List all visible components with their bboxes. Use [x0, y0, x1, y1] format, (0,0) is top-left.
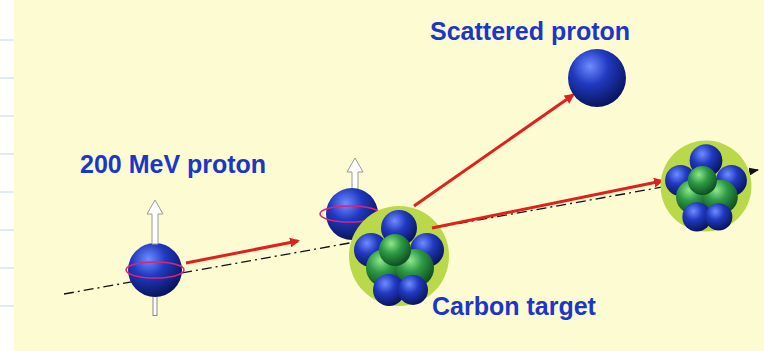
- carbon-nucleus: [349, 206, 449, 306]
- caption-label: 200 MeV proton: [80, 150, 266, 179]
- beam-arrow: [186, 241, 298, 263]
- recoil-nucleus: [661, 141, 752, 232]
- caption-label: Scattered proton: [430, 17, 630, 46]
- incoming-proton: [126, 200, 184, 316]
- caption-label: Carbon target: [432, 292, 596, 321]
- paper-lines: [0, 0, 14, 351]
- scatter-arrow: [414, 95, 573, 206]
- scattered-proton: [568, 49, 626, 107]
- recoil-arrow: [432, 181, 662, 228]
